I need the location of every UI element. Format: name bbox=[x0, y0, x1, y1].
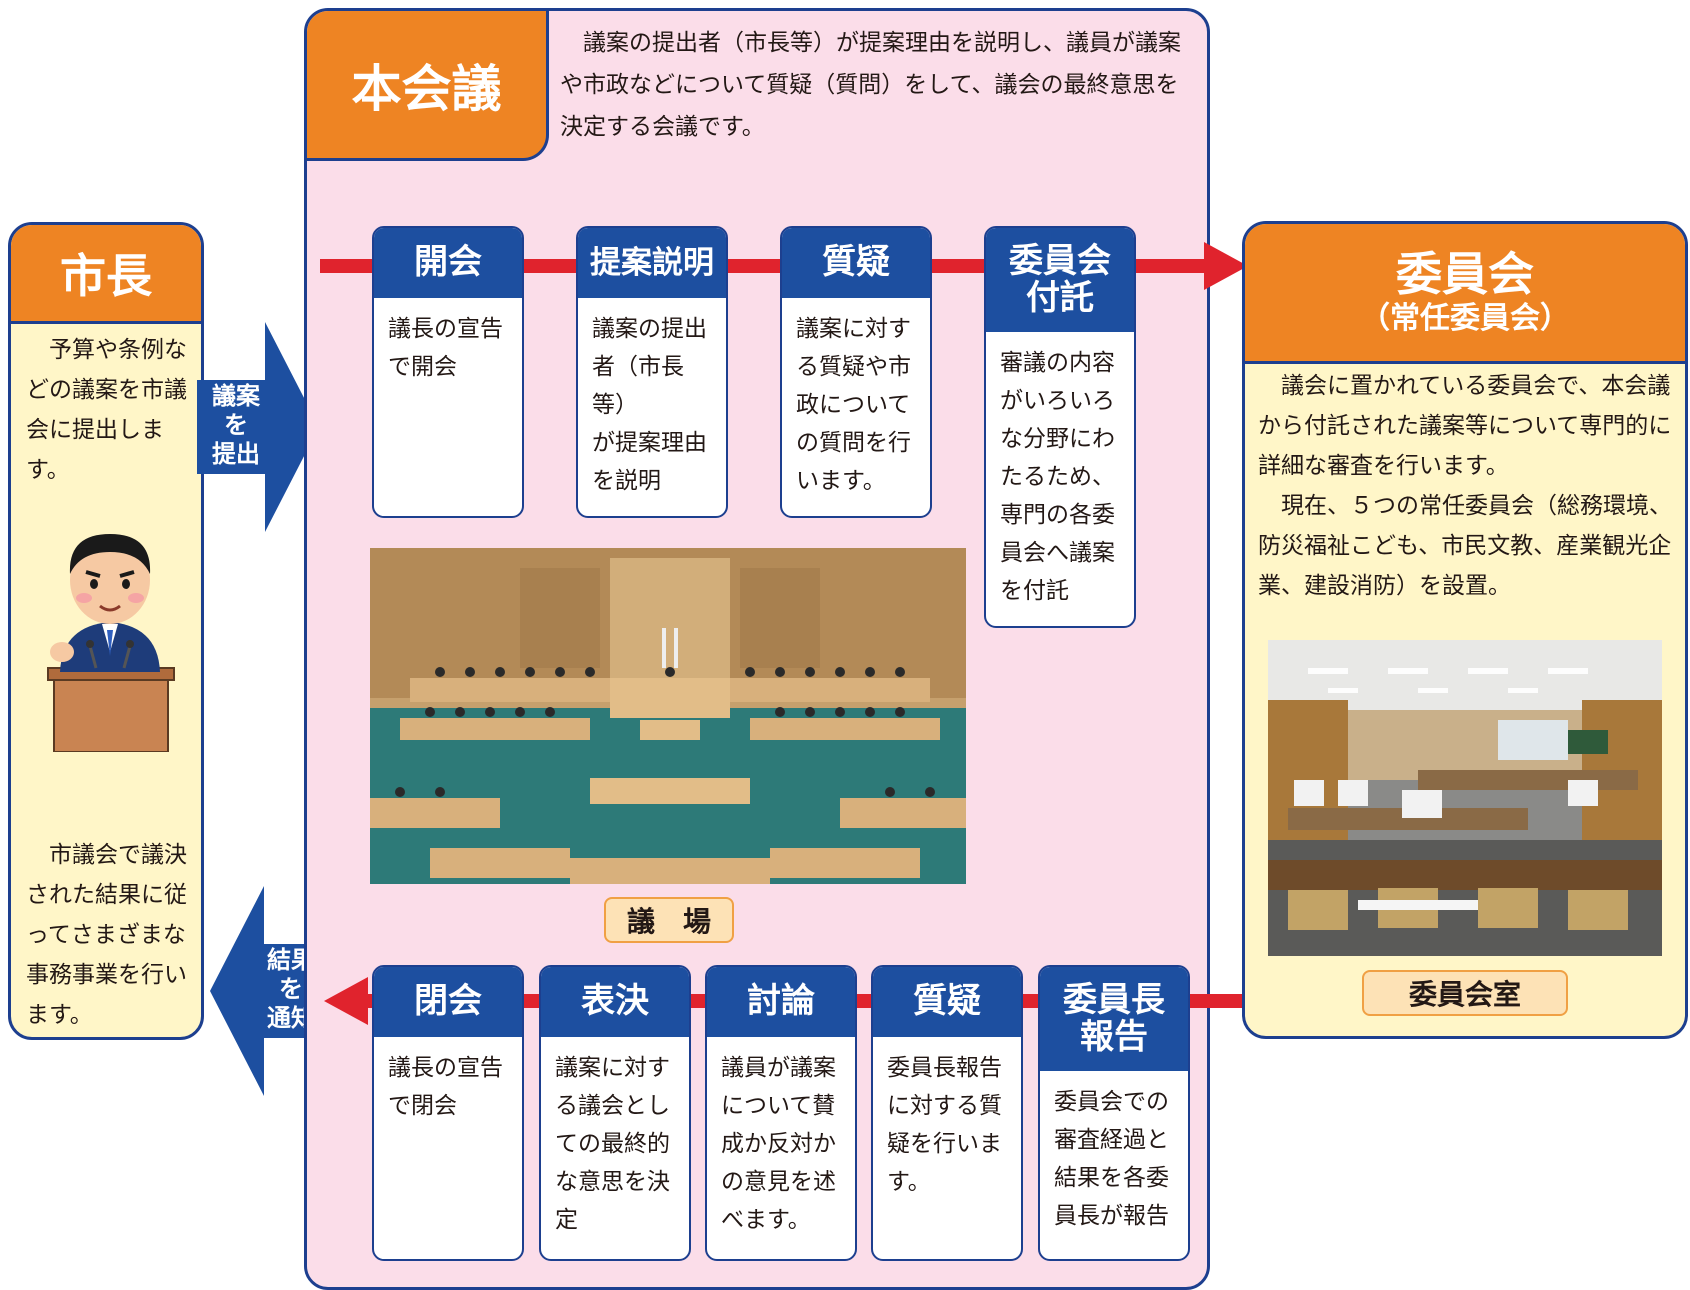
plenary-description: 議案の提出者（市長等）が提案理由を説明し、議員が議案や市政などについて質疑（質問… bbox=[560, 30, 1181, 140]
plenary-title: 本会議 bbox=[307, 11, 549, 161]
step-committee-referral: 委員会 付託 審議の内容 がいろいろ な分野にわ たるため、 専門の各委 員会へ… bbox=[984, 226, 1136, 628]
step-title: 閉会 bbox=[374, 967, 522, 1037]
committee-room-caption: 委員会室 bbox=[1362, 970, 1568, 1016]
step-vote: 表決 議案に対す る議会とし ての最終的 な意思を決 定 bbox=[539, 965, 691, 1261]
step-title: 質疑 bbox=[782, 228, 930, 298]
step-title: 委員会 付託 bbox=[986, 228, 1134, 332]
committee-description-2: 現在、５つの常任委員会（総務環境、防災福祉こども、市民文教、産業観光企業、建設消… bbox=[1258, 493, 1672, 599]
step-debate: 討論 議員が議案 について賛 成か反対か の意見を述 べます。 bbox=[705, 965, 857, 1261]
step-title: 討論 bbox=[707, 967, 855, 1037]
step-chair-report: 委員長 報告 委員会での 審査経過と 結果を各委 員長が報告 bbox=[1038, 965, 1190, 1261]
step-title: 提案説明 bbox=[578, 228, 726, 298]
mayor-panel: 市長 bbox=[8, 222, 204, 1040]
step-proposal-explanation: 提案説明 議案の提出 者（市長等） が提案理由 を説明 bbox=[576, 226, 728, 518]
committee-description-1: 議会に置かれている委員会で、本会議から付託された議案等について専門的に詳細な審査… bbox=[1258, 373, 1672, 479]
step-description: 議員が議案 について賛 成か反対か の意見を述 べます。 bbox=[721, 1055, 836, 1233]
step-title: 質疑 bbox=[873, 967, 1021, 1037]
step-question: 質疑 議案に対す る質疑や市 政について の質問を行 います。 bbox=[780, 226, 932, 518]
committee-room-photo bbox=[1268, 640, 1662, 956]
step-description: 議長の宣告 で閉会 bbox=[388, 1055, 503, 1119]
submit-arrow-label: 議案 を 提出 bbox=[212, 382, 260, 468]
step-description: 委員会での 審査経過と 結果を各委 員長が報告 bbox=[1054, 1089, 1169, 1229]
committee-subtitle: （常任委員会） bbox=[1360, 300, 1570, 336]
mayor-description-top: 予算や条例などの議案を市議会に提出します。 bbox=[26, 337, 187, 483]
mayor-description-bottom: 市議会で議決された結果に従ってさまざまな事務事業を行います。 bbox=[26, 842, 187, 1028]
step-description: 議長の宣告 で開会 bbox=[388, 316, 503, 380]
step-close-session: 閉会 議長の宣告 で閉会 bbox=[372, 965, 524, 1261]
step-description: 議案に対す る議会とし ての最終的 な意思を決 定 bbox=[555, 1055, 670, 1233]
notify-arrow bbox=[210, 886, 332, 1096]
assembly-hall-photo bbox=[370, 548, 966, 884]
step-description: 議案に対す る質疑や市 政について の質問を行 います。 bbox=[796, 316, 911, 494]
mayor-title: 市長 bbox=[11, 225, 201, 324]
committee-header: 委員会 （常任委員会） bbox=[1245, 224, 1685, 364]
step-title: 開会 bbox=[374, 228, 522, 298]
step-description: 委員長報告 に対する質 疑を行いま す。 bbox=[887, 1055, 1002, 1195]
step-description: 議案の提出 者（市長等） が提案理由 を説明 bbox=[592, 316, 707, 494]
mayor-illustration bbox=[47, 534, 175, 752]
step-title: 表決 bbox=[541, 967, 689, 1037]
committee-title: 委員会 bbox=[1396, 247, 1534, 302]
bottom-flow-arrowhead bbox=[324, 977, 368, 1025]
assembly-hall-caption: 議 場 bbox=[604, 897, 734, 943]
step-open-session: 開会 議長の宣告 で開会 bbox=[372, 226, 524, 518]
step-description: 審議の内容 がいろいろ な分野にわ たるため、 専門の各委 員会へ議案 を付託 bbox=[1000, 350, 1115, 604]
step-report-question: 質疑 委員長報告 に対する質 疑を行いま す。 bbox=[871, 965, 1023, 1261]
step-title: 委員長 報告 bbox=[1040, 967, 1188, 1071]
top-flow-arrowhead bbox=[1204, 242, 1248, 290]
submit-arrow bbox=[197, 322, 319, 532]
